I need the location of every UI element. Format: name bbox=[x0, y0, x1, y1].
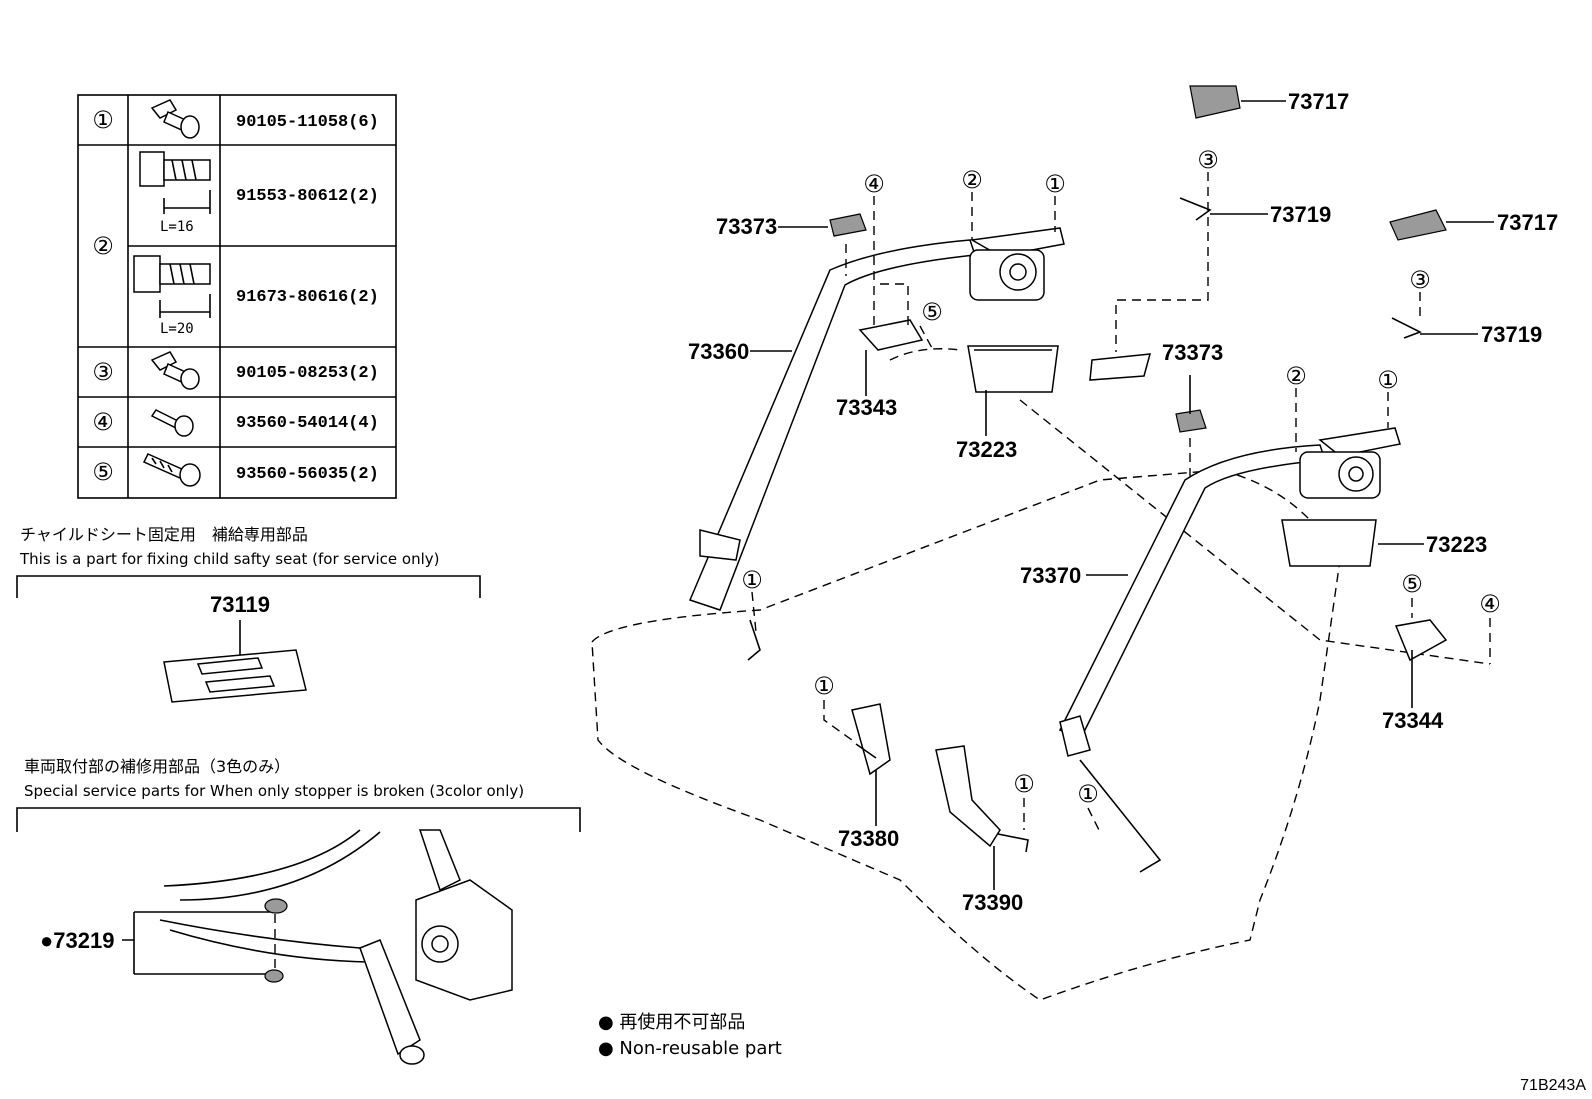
fastener-part-5: 93560-56035(2) bbox=[236, 465, 379, 484]
trim-outline bbox=[889, 348, 1491, 665]
table-callout-5: ⑤ bbox=[92, 458, 114, 486]
part-label-73719b: 73719 bbox=[1481, 322, 1542, 347]
callout-5-right: ⑤ bbox=[1401, 570, 1423, 598]
part-label-73219: ●73219 bbox=[40, 928, 114, 953]
callout-2-right: ② bbox=[1285, 362, 1307, 390]
table-callout-3: ③ bbox=[92, 358, 114, 386]
stopper-note-jp: 車両取付部の補修用部品（3色のみ） bbox=[24, 757, 290, 776]
bolt-icon bbox=[150, 99, 200, 139]
retractor-right-icon bbox=[1299, 427, 1401, 499]
child-seat-plate-icon bbox=[163, 649, 307, 703]
leader-lines bbox=[750, 100, 1494, 890]
part-label-73373a: 73373 bbox=[716, 214, 777, 239]
fastener-part-3: 90105-08253(2) bbox=[236, 364, 379, 383]
callout-1-buckle-center: ① bbox=[1013, 770, 1035, 798]
fastener-part-1: 90105-11058(6) bbox=[236, 113, 379, 132]
belt-assembly-left bbox=[688, 213, 1065, 661]
screw-icon bbox=[150, 409, 194, 437]
part-label-73717a: 73717 bbox=[1288, 89, 1349, 114]
stopper-section: 車両取付部の補修用部品（3色のみ） Special service parts … bbox=[16, 757, 581, 1065]
callout-1-right-lower: ① bbox=[1077, 780, 1099, 808]
table-callout-1: ① bbox=[92, 106, 114, 134]
flange-bolt-l16-icon: L=16 bbox=[139, 151, 211, 235]
part-label-73390: 73390 bbox=[962, 890, 1023, 915]
bolt-icon-small bbox=[150, 351, 200, 390]
part-label-73223b: 73223 bbox=[1426, 532, 1487, 557]
callout-3-right: ③ bbox=[1409, 266, 1431, 294]
flange-bolt-l20-icon: L=20 bbox=[133, 255, 211, 337]
fastener-part-2a: 91553-80612(2) bbox=[236, 187, 379, 206]
part-label-73380: 73380 bbox=[838, 826, 899, 851]
diagram-code: 71B243A bbox=[1520, 1077, 1586, 1094]
child-seat-note-en: This is a part for fixing child safty se… bbox=[19, 550, 439, 568]
part-label-73119: 73119 bbox=[210, 592, 270, 617]
vehicle-body-outline bbox=[591, 469, 1341, 1001]
callout-4-left: ④ bbox=[863, 170, 885, 198]
legend-non-reusable-jp: ● 再使用不可部品 bbox=[598, 1012, 745, 1033]
part-labels: 73717 73719 73717 73719 73373 73373 7336… bbox=[688, 89, 1558, 915]
callout-4-right: ④ bbox=[1479, 590, 1501, 618]
legend-non-reusable-en: ● Non-reusable part bbox=[598, 1038, 782, 1059]
tapping-screw-icon bbox=[142, 453, 201, 487]
fastener-part-4: 93560-54014(4) bbox=[236, 414, 379, 433]
buckle-73380-icon bbox=[851, 703, 891, 776]
diagram-callouts: ③ ④ ② ① ⑤ ③ ② ① ① ⑤ ④ ① ① ① bbox=[741, 146, 1501, 808]
part-label-73223a: 73223 bbox=[956, 437, 1017, 462]
table-callout-2: ② bbox=[92, 232, 114, 260]
child-seat-section: チャイルドシート固定用 補給専用部品 This is a part for fi… bbox=[16, 525, 481, 703]
callout-leaders bbox=[751, 172, 1491, 833]
callout-1-buckle: ① bbox=[813, 672, 835, 700]
fastener-part-2b: 91673-80616(2) bbox=[236, 288, 379, 307]
stopper-note-en: Special service parts for When only stop… bbox=[24, 782, 524, 800]
callout-3-top: ③ bbox=[1197, 146, 1219, 174]
callout-1-left-lower: ① bbox=[741, 566, 763, 594]
callout-1-right-top: ① bbox=[1377, 366, 1399, 394]
part-label-73360: 73360 bbox=[688, 339, 749, 364]
retractor-left-icon bbox=[969, 227, 1065, 301]
length-label-l20: L=20 bbox=[160, 321, 194, 337]
length-label-l16: L=16 bbox=[160, 219, 194, 235]
part-label-73719a: 73719 bbox=[1270, 202, 1331, 227]
callout-1-left-top: ① bbox=[1044, 170, 1066, 198]
part-label-73717b: 73717 bbox=[1497, 210, 1558, 235]
fastener-table: ① ② ③ ④ ⑤ 90105-11058(6) 91553-80612(2) … bbox=[77, 94, 397, 499]
part-label-73370: 73370 bbox=[1020, 563, 1081, 588]
part-label-73373b: 73373 bbox=[1162, 340, 1223, 365]
legend: ● 再使用不可部品 ● Non-reusable part bbox=[598, 1012, 782, 1059]
buckle-73390-icon bbox=[935, 745, 1029, 853]
belt-assembly-right bbox=[1058, 85, 1448, 873]
child-seat-note-jp: チャイルドシート固定用 補給専用部品 bbox=[20, 525, 308, 544]
stopper-detail-drawing bbox=[159, 829, 513, 1065]
part-label-73343: 73343 bbox=[836, 395, 897, 420]
callout-5-left: ⑤ bbox=[921, 298, 943, 326]
part-label-73344: 73344 bbox=[1382, 708, 1444, 733]
callout-2-left: ② bbox=[961, 166, 983, 194]
table-callout-4: ④ bbox=[92, 408, 114, 436]
